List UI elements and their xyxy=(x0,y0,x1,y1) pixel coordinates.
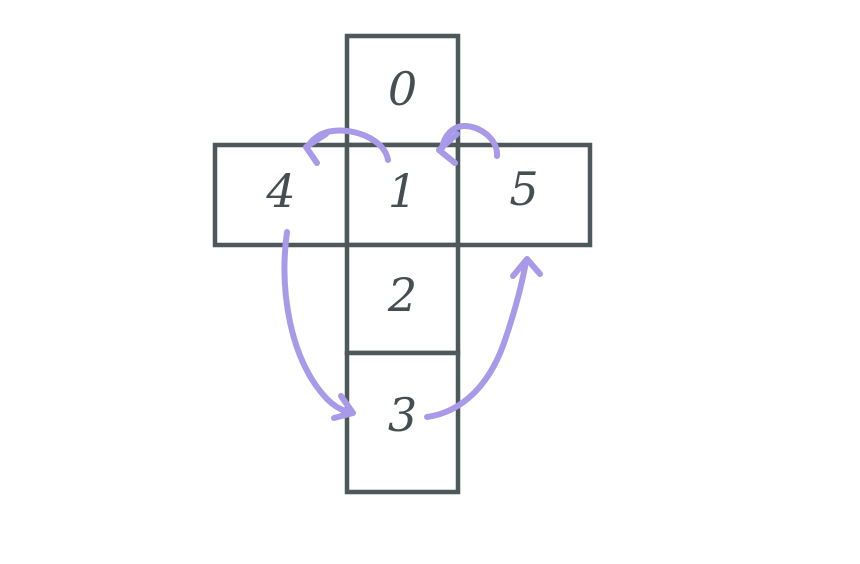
net-cell-4[interactable] xyxy=(212,142,350,248)
arrow-5-to-1-head xyxy=(436,131,460,166)
arrow-3-to-5-curve xyxy=(424,259,529,420)
digit-4: 4 xyxy=(266,164,296,218)
digit-1: 1 xyxy=(387,164,418,218)
net-cells xyxy=(212,33,593,495)
arrow-4-to-3 xyxy=(281,229,356,421)
arrow-4-to-3-curve xyxy=(281,229,351,415)
digit-0: 0 xyxy=(387,62,418,116)
arrow-4-to-3-head xyxy=(331,393,356,421)
net-cell-5[interactable] xyxy=(455,142,593,248)
digit-5: 5 xyxy=(509,162,539,216)
digit-2: 2 xyxy=(387,268,418,322)
arrow-5-to-1-curve xyxy=(439,123,500,159)
arrow-5-to-1 xyxy=(436,123,500,166)
transition-arrows xyxy=(281,123,543,421)
arrow-1-to-4-head xyxy=(303,131,329,166)
arrow-3-to-5-head xyxy=(510,256,543,279)
net-cell-3[interactable] xyxy=(344,350,461,495)
arrow-1-to-4 xyxy=(303,127,391,166)
arrow-3-to-5 xyxy=(424,256,543,420)
digit-3: 3 xyxy=(387,388,418,442)
